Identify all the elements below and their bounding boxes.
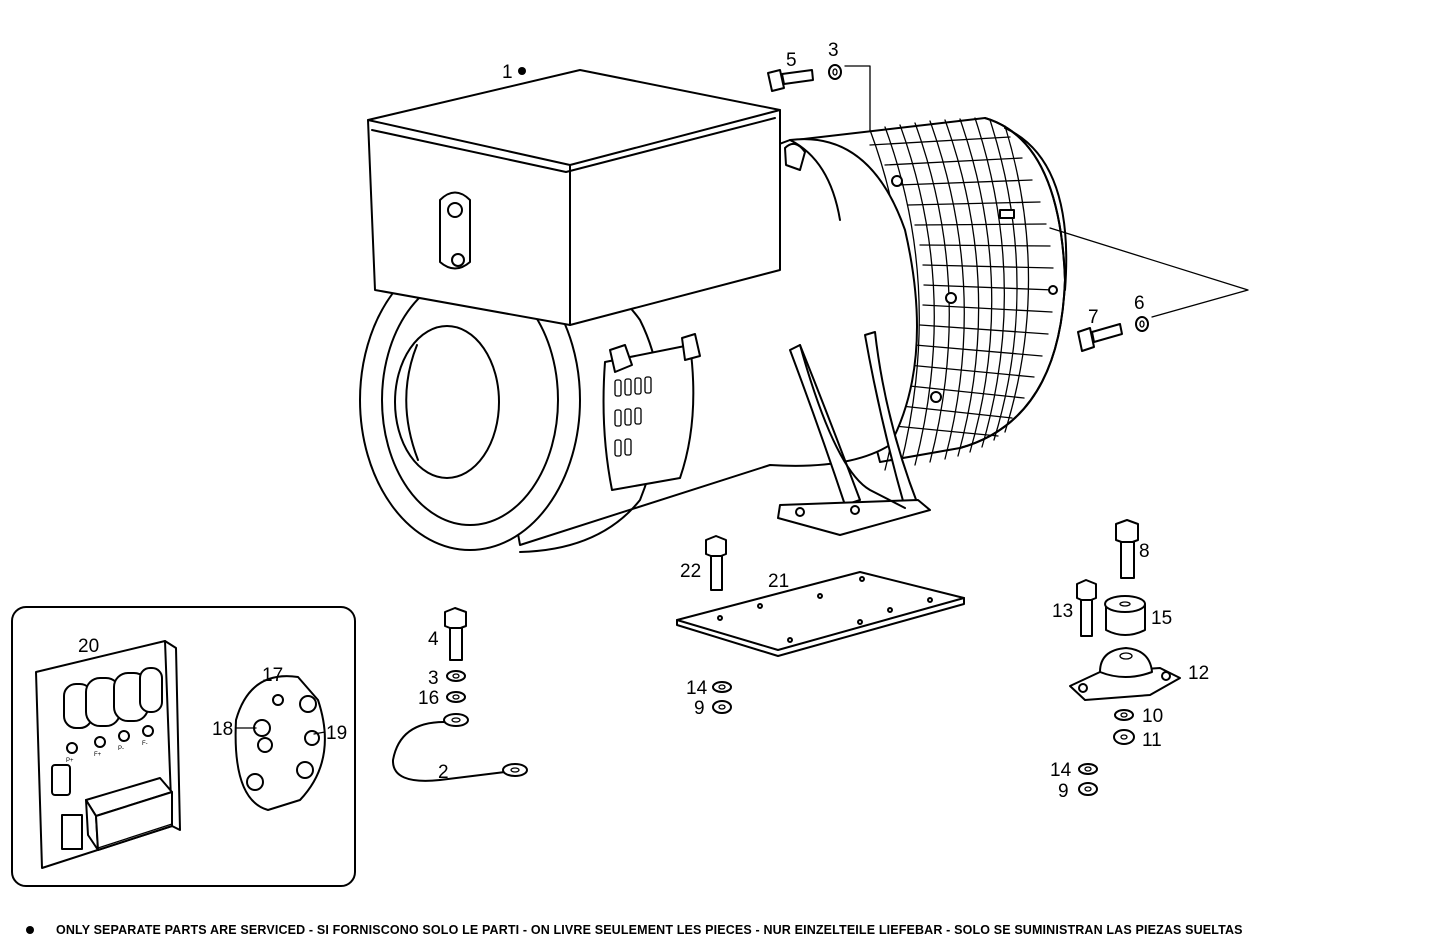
part-14-washer-lower [1078, 763, 1098, 775]
part-12-mount [1069, 647, 1181, 701]
callout-3: 3 [428, 668, 439, 689]
leader-3-top [844, 65, 871, 131]
fan-guard-grid [869, 117, 1055, 471]
callout-10: 10 [1142, 706, 1163, 727]
part-11-nut [1113, 729, 1135, 745]
callout-11: 11 [1142, 730, 1162, 751]
callout-21: 21 [768, 571, 789, 592]
callout-9-lower: 9 [1058, 781, 1069, 802]
callout-3-top: 3 [828, 40, 839, 61]
part-21-base-plate [676, 571, 965, 657]
callout-13: 13 [1052, 601, 1073, 622]
leader-19 [313, 731, 326, 735]
part-8-bolt [1115, 519, 1139, 579]
callout-5: 5 [786, 50, 797, 71]
part-13-bolt [1076, 579, 1097, 637]
part-17-diode-bridge [234, 675, 326, 811]
part-3-washer [446, 670, 466, 682]
board-mark-f-plus: F+ [94, 752, 102, 758]
part-7-bolt [1077, 323, 1123, 352]
part-22-bolt [705, 535, 727, 591]
callout-1: 1 [502, 62, 513, 83]
part-2-ground-cable [391, 713, 528, 782]
callout-22: 22 [680, 561, 701, 582]
callout-12: 12 [1188, 663, 1209, 684]
callout-17: 17 [262, 665, 283, 686]
callout-15: 15 [1151, 608, 1172, 629]
part-14-washer [712, 681, 732, 693]
callout-18: 18 [212, 719, 233, 740]
callout-7: 7 [1088, 307, 1099, 328]
alternator-assembly [359, 69, 1068, 553]
serviced-parts-dot [518, 67, 526, 75]
footer-note: ONLY SEPARATE PARTS ARE SERVICED - SI FO… [56, 923, 1243, 937]
callout-19: 19 [326, 723, 347, 744]
callout-2: 2 [438, 762, 449, 783]
part-16-washer [446, 691, 466, 703]
callout-9: 9 [694, 698, 705, 719]
board-mark-p-plus: P+ [66, 758, 74, 764]
part-4-bolt [444, 607, 467, 661]
part-10-washer [1114, 709, 1134, 721]
callout-14-lower: 14 [1050, 760, 1072, 781]
part-5-bolt [767, 69, 814, 92]
regulator-inset-frame [11, 606, 356, 887]
part-3-washer-top [828, 64, 842, 80]
callout-4: 4 [428, 629, 439, 650]
part-9-nut [712, 700, 732, 714]
part-9-nut-lower [1078, 782, 1098, 796]
part-6-washer [1135, 316, 1149, 332]
footer-bullet [26, 926, 34, 934]
callout-14: 14 [686, 678, 708, 699]
callout-20: 20 [78, 636, 99, 657]
callout-6: 6 [1134, 293, 1145, 314]
part-20-voltage-regulator-board: P+ F+ P- F- [35, 640, 181, 869]
board-mark-f-minus: F- [142, 741, 148, 747]
cover-louvres [614, 376, 652, 457]
leader-6 [1049, 227, 1249, 318]
part-15-rubber-pad [1104, 595, 1146, 636]
callout-8: 8 [1139, 541, 1150, 562]
callout-16: 16 [418, 688, 439, 709]
board-mark-p-minus: P- [118, 746, 124, 752]
